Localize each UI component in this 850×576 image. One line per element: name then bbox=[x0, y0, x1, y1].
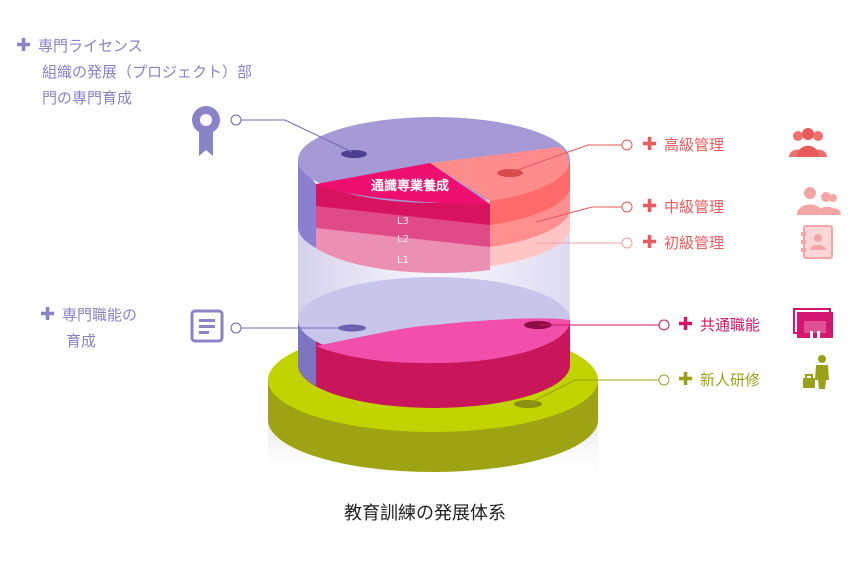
label-common-text: 共通職能 bbox=[700, 316, 761, 334]
label-middle-text: 中級管理 bbox=[664, 198, 725, 216]
dot-common bbox=[524, 321, 552, 329]
label-newcomer-text: 新人研修 bbox=[700, 371, 761, 389]
plus-icon: ✚ bbox=[40, 304, 56, 325]
certificate-icon bbox=[793, 308, 833, 339]
label-newcomer: ✚ 新人研修 bbox=[678, 367, 760, 393]
businessman-icon bbox=[803, 355, 829, 389]
layer-label-l1: L1 bbox=[397, 255, 409, 266]
lower-cylinder bbox=[298, 277, 570, 408]
connector-license bbox=[230, 114, 353, 153]
people-group-icon bbox=[789, 128, 827, 157]
plus-icon: ✚ bbox=[16, 35, 32, 56]
label-junior: ✚ 初級管理 bbox=[642, 230, 724, 256]
connector-common bbox=[540, 319, 670, 331]
label-senior-text: 高級管理 bbox=[664, 136, 725, 154]
label-skills-line2: 育成 bbox=[66, 332, 97, 350]
label-license-line2: 組織の発展（プロジェクト）部 bbox=[42, 63, 253, 81]
label-senior: ✚ 高級管理 bbox=[642, 132, 724, 158]
diagram-title: 教育訓練の発展体系 bbox=[344, 503, 506, 524]
plus-icon: ✚ bbox=[678, 369, 694, 390]
connector-middle bbox=[535, 201, 633, 223]
label-skills: ✚ 専門職能の 育成 bbox=[40, 302, 137, 354]
label-skills-line1: 専門職能の bbox=[62, 306, 138, 324]
label-license-line3: 門の専門育成 bbox=[42, 89, 133, 107]
plus-icon: ✚ bbox=[642, 232, 658, 253]
contact-card-icon bbox=[801, 225, 833, 259]
label-common: ✚ 共通職能 bbox=[678, 312, 760, 338]
people-pair-icon bbox=[797, 187, 841, 215]
plus-icon: ✚ bbox=[642, 134, 658, 155]
center-label: 通識専業養成 bbox=[371, 178, 449, 194]
dot-newcomer bbox=[514, 400, 542, 408]
label-junior-text: 初級管理 bbox=[664, 234, 725, 252]
medal-icon bbox=[192, 106, 220, 156]
layer-label-l2: L2 bbox=[397, 234, 409, 245]
layer-label-l3: L3 bbox=[397, 216, 409, 227]
plus-icon: ✚ bbox=[678, 314, 694, 335]
connector-junior bbox=[536, 237, 633, 249]
label-middle: ✚ 中級管理 bbox=[642, 194, 724, 220]
connector-newcomer bbox=[529, 374, 670, 404]
plus-icon: ✚ bbox=[642, 196, 658, 217]
label-license-line1: 専門ライセンス bbox=[38, 37, 143, 55]
connector-senior bbox=[511, 139, 633, 173]
document-icon bbox=[190, 309, 224, 343]
top-cylinder bbox=[297, 117, 571, 274]
label-license: ✚ 専門ライセンス 組織の発展（プロジェクト）部 門の専門育成 bbox=[16, 33, 252, 111]
connector-skills bbox=[230, 322, 352, 334]
